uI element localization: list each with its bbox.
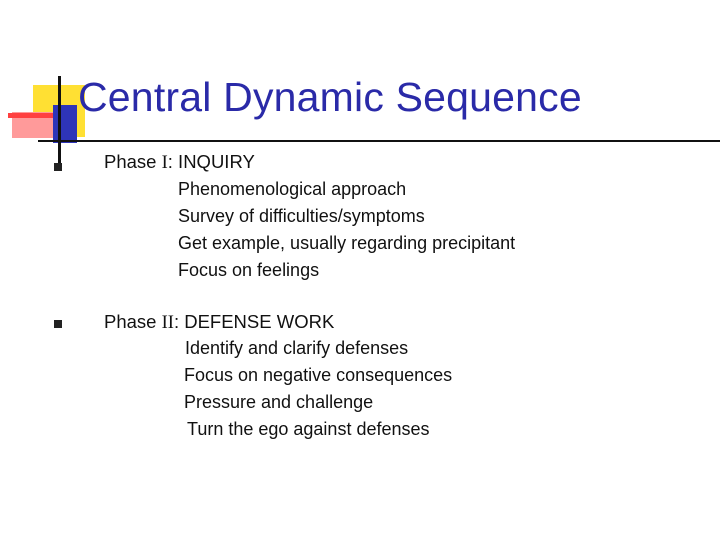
phase-2-item: Pressure and challenge [184, 392, 374, 412]
phase-1-item: Get example, usually regarding precipita… [178, 233, 516, 253]
phase-2-item: Turn the ego against defenses [187, 419, 430, 439]
decor-red-bar [8, 113, 54, 118]
phase-2-item: Identify and clarify defenses [185, 338, 409, 358]
phase-2-prefix: Phase [104, 311, 162, 332]
phase-1-heading: Phase I: INQUIRY [104, 151, 255, 174]
title-underline [38, 140, 720, 142]
phase-1-item: Survey of difficulties/symptoms [178, 206, 425, 226]
decor-blue-square [53, 105, 77, 143]
square-bullet-icon [54, 163, 62, 171]
slide-title: Central Dynamic Sequence [78, 74, 582, 120]
phase-1-item: Focus on feelings [178, 260, 320, 280]
phase-1-item: Phenomenological approach [178, 179, 407, 199]
decorative-corner-graphic [0, 0, 90, 166]
decor-vertical-line [58, 76, 61, 166]
phase-1-roman: I [161, 153, 168, 173]
phase-1-prefix: Phase [104, 151, 162, 172]
phase-1-suffix: : INQUIRY [167, 151, 255, 172]
phase-2-heading: Phase II: DEFENSE WORK [104, 311, 334, 334]
phase-2-roman: II [161, 313, 174, 333]
phase-2-suffix: : DEFENSE WORK [173, 311, 335, 332]
square-bullet-icon [54, 320, 62, 328]
phase-2-item: Focus on negative consequences [184, 365, 453, 385]
